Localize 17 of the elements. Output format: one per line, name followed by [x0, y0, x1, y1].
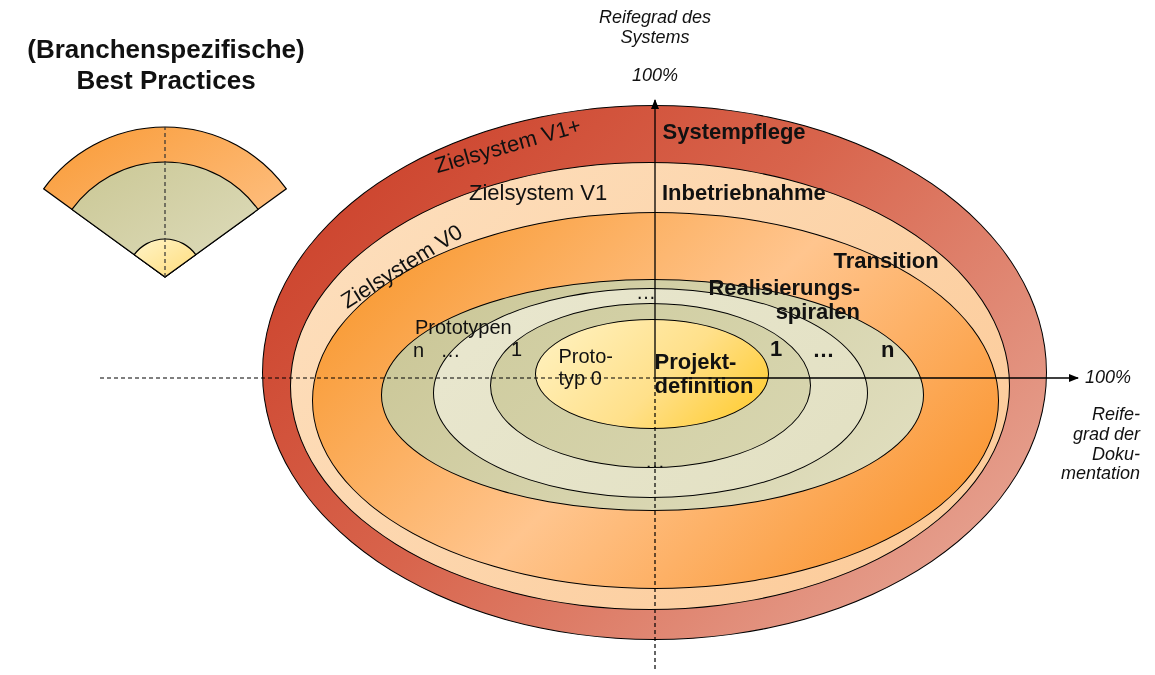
ring-label: 1	[511, 338, 523, 360]
axis-value: 100%	[630, 66, 679, 86]
phase-label: Projekt- definition	[654, 349, 754, 398]
axis-value: 100%	[1085, 368, 1132, 388]
axis-label: Reifegrad des Systems	[597, 8, 713, 48]
phase-label: Inbetriebnahme	[662, 181, 826, 206]
ring-label: Zielsystem V1	[469, 181, 608, 206]
ring-label: 1	[770, 337, 783, 362]
ring-label: …	[440, 338, 461, 361]
ring-label: Proto- typ 0	[558, 344, 613, 389]
phase-label: Systempflege	[662, 119, 806, 144]
ring-label: …	[812, 337, 835, 362]
ring-label: n	[413, 339, 425, 361]
ellipsis-label: …	[636, 281, 656, 303]
title: (Branchenspezifische) Best Practices	[26, 34, 306, 97]
axis-label: Reife- grad der Doku- mentation	[1060, 405, 1140, 485]
ring-label: n	[881, 338, 895, 363]
